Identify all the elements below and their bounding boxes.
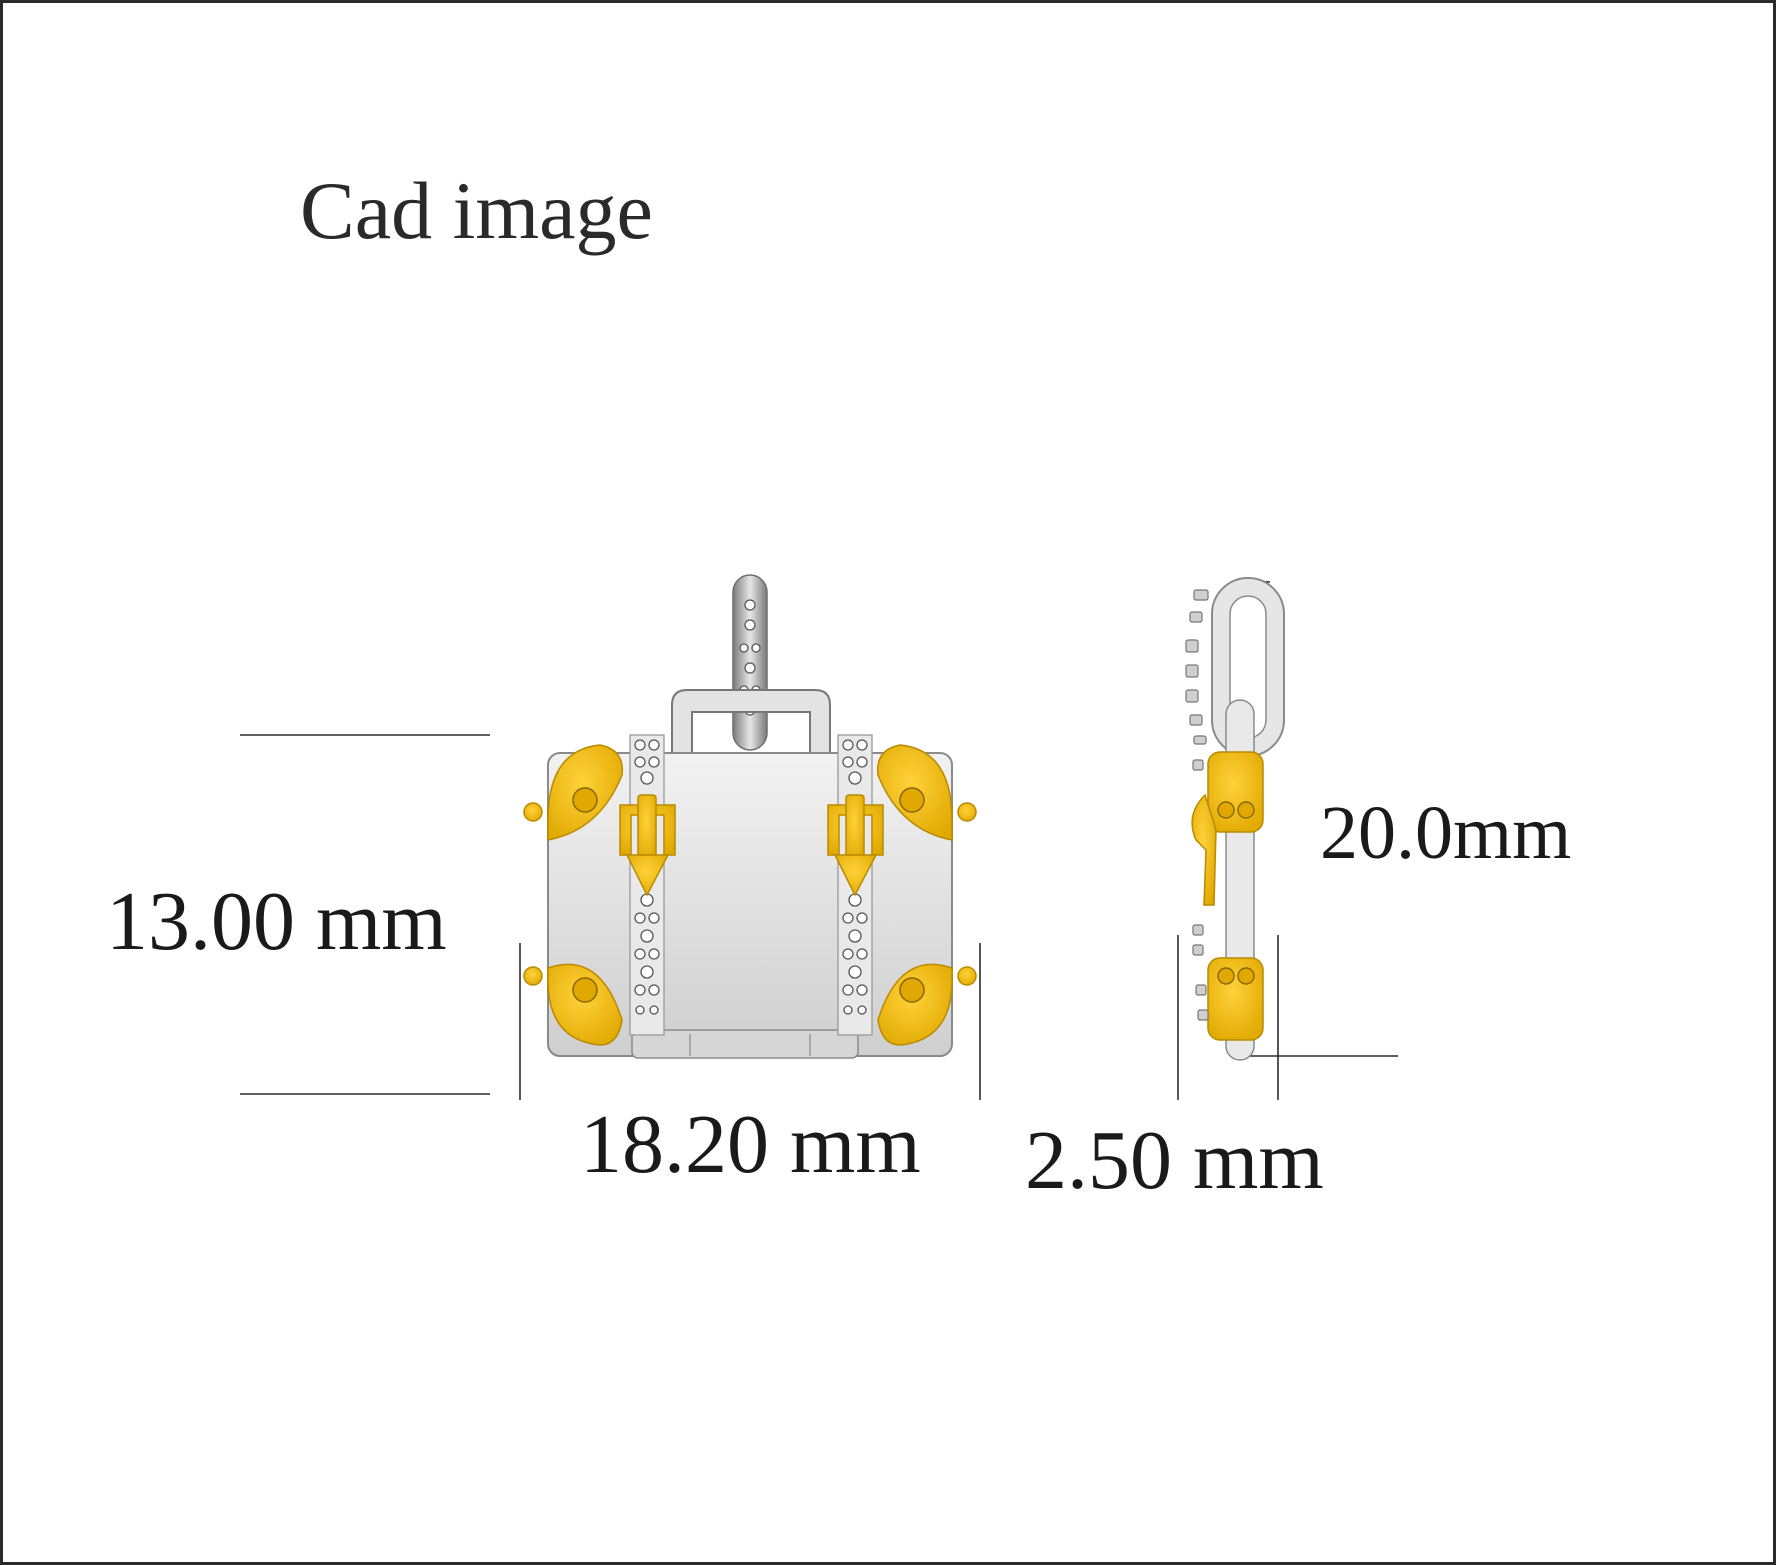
side-corner-bottom	[1207, 957, 1264, 1041]
diagram-title: Cad image	[300, 165, 653, 256]
bail	[732, 574, 768, 751]
dimension-lines	[240, 579, 1398, 1100]
corner-bottom-left	[523, 963, 623, 1046]
front-view	[523, 574, 977, 1059]
side-buckle	[1191, 793, 1217, 906]
side-bail-prongs	[1185, 589, 1209, 745]
height-dimension-label: 13.00 mm	[106, 875, 447, 968]
corner-top-right	[876, 744, 977, 841]
buckle-right	[827, 794, 884, 897]
corner-bottom-right	[877, 963, 977, 1046]
side-body-prongs	[1192, 759, 1209, 1021]
length-dimension-label: 20.0mm	[1320, 791, 1572, 875]
buckle-left	[619, 794, 676, 897]
width-dimension-label: 18.20 mm	[580, 1098, 921, 1191]
side-view	[1185, 577, 1285, 1061]
thickness-dimension-label: 2.50 mm	[1025, 1114, 1324, 1207]
suitcase-base	[631, 1029, 859, 1059]
corner-top-left	[523, 744, 624, 841]
side-corner-top	[1207, 751, 1264, 833]
